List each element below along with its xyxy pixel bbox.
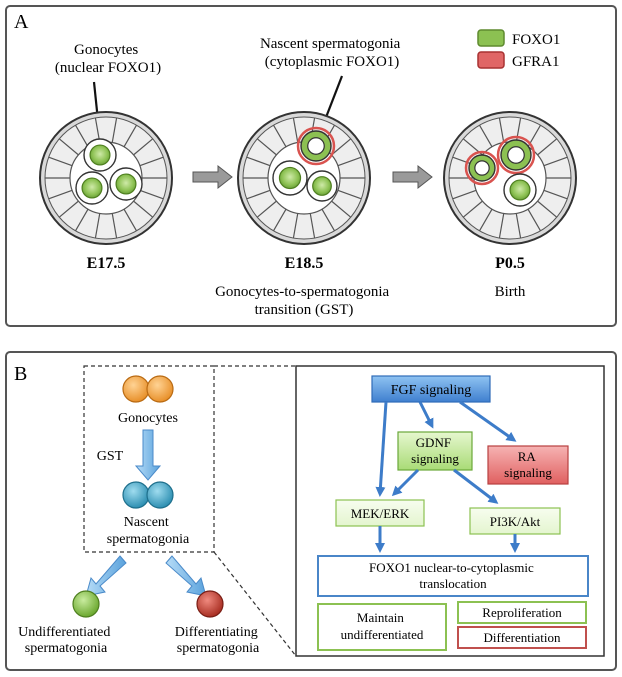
progression-arrow-2 (392, 164, 433, 190)
arrow-fgf-to-mek (375, 401, 388, 497)
ra-text: RA signaling (504, 449, 552, 480)
zoom-line-bottom (213, 551, 297, 657)
pi3k-text: PI3K/Akt (490, 514, 541, 529)
mek-text: MEK/ERK (351, 506, 410, 521)
arrow-to-diff (165, 555, 207, 597)
gdnf-box (397, 431, 473, 471)
arrow-gdnf-to-mek (391, 468, 420, 497)
legend-swatch-gfra1 (477, 51, 505, 69)
lineage-dashed-box (83, 365, 215, 553)
nascent-label: Nascent spermatogonia (cytoplasmic FOXO1… (260, 36, 404, 70)
maintain-box (317, 603, 447, 651)
undiff-text: Undifferentiated spermatogonia (18, 625, 114, 656)
reprolif-box (457, 601, 587, 624)
mek-box (335, 499, 425, 527)
ra-box (487, 445, 569, 485)
stage-label-e17-5: E17.5 (87, 255, 126, 272)
arrow-to-undiff (85, 555, 127, 597)
gdnf-text: GDNF signaling (411, 435, 459, 466)
arrow-fgf-to-gdnf (418, 401, 434, 429)
gst-caption: Gonocytes-to-spermatogonia transition (G… (215, 284, 393, 318)
diff-text: Differentiating spermatogonia (175, 625, 261, 656)
signaling-arrows (375, 400, 520, 553)
reprolif-text: Reproliferation (482, 605, 562, 620)
maintain-text: Maintain undifferentiated (341, 610, 424, 642)
panel-a-label: A (14, 11, 29, 33)
nascent-text: Nascent spermatogonia (107, 515, 190, 547)
differentiation-box (457, 626, 587, 649)
stage-label-p0-5: P0.5 (495, 255, 525, 272)
gonocytes-cells (122, 375, 174, 403)
foxo1-box (317, 555, 589, 597)
tubule-e18-5 (237, 111, 371, 245)
diff-cell (196, 590, 224, 618)
undiff-cell (72, 590, 100, 618)
legend-label-foxo1: FOXO1 (512, 32, 560, 48)
fgf-text: FGF signaling (391, 383, 472, 398)
fgf-box (371, 375, 491, 403)
stage-label-e18-5: E18.5 (285, 255, 324, 272)
gst-text: GST (97, 449, 124, 464)
progression-arrow-1 (192, 164, 233, 190)
legend: FOXO1 GFRA1 (477, 29, 560, 70)
differentiation-text: Differentiation (483, 630, 561, 645)
panel-b-label: B (14, 363, 27, 385)
birth-caption: Birth (495, 284, 526, 300)
legend-label-gfra1: GFRA1 (512, 54, 560, 70)
foxo1-text: FOXO1 nuclear-to-cytoplasmic translocati… (369, 560, 537, 591)
tubule-p0-5 (443, 111, 577, 245)
tubule-e17-5 (39, 111, 173, 245)
legend-swatch-foxo1 (477, 29, 505, 47)
arrow-fgf-to-ra (459, 400, 517, 442)
gonocytes-text: Gonocytes (118, 411, 178, 426)
gst-arrow (134, 429, 162, 481)
nascent-cells (122, 481, 174, 509)
arrow-gdnf-to-pi3k (453, 468, 499, 504)
gonocytes-label: Gonocytes (nuclear FOXO1) (55, 42, 161, 76)
